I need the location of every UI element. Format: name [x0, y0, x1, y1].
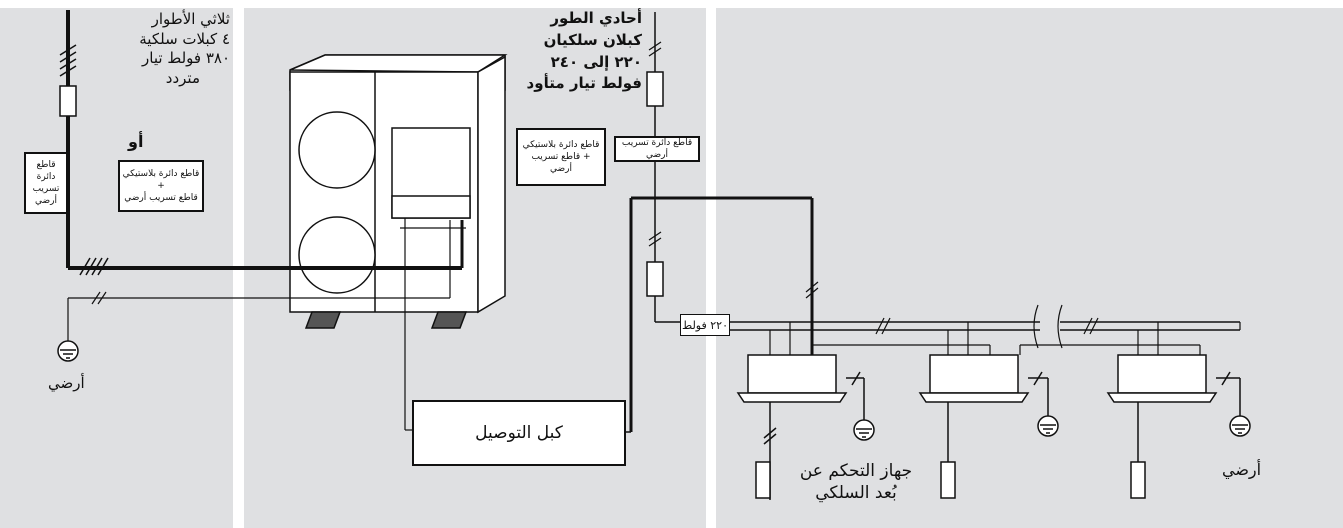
- mcb-elb-right: قاطع دائرة بلاستيكي + قاطع تسريب أرضي: [516, 128, 606, 186]
- earth-leakage-breaker-left: قاطع دائرة تسريب أرضي: [24, 152, 68, 214]
- earth-symbol-unit-1: [853, 419, 875, 441]
- remote-control-line-2: بُعد السلكي: [815, 483, 897, 504]
- three-phase-label: ثلاثي الأطوار ٤ كبلات سلكية ٣٨٠ فولط تيا…: [118, 10, 230, 88]
- three-phase-wiring: [59, 10, 464, 342]
- earth-leakage-breaker-right: قاطع دائرة تسريب أرضي: [614, 136, 700, 162]
- three-phase-line-3: ٣٨٠ فولط تيار: [142, 49, 230, 67]
- single-phase-line-4: فولط تيار متأود: [526, 74, 642, 93]
- remote-controller-3: [1130, 461, 1146, 499]
- remote-controller-1: [755, 461, 771, 499]
- mcb-elb-right-line-2: + قاطع تسريب أرضي: [531, 151, 591, 175]
- mcb-elb-left-line-1: قاطع دائرة بلاستيكي +: [122, 168, 200, 191]
- earth-label-right: أرضي: [1222, 460, 1262, 479]
- remote-control-label: جهاز التحكم عن بُعد السلكي: [776, 460, 936, 504]
- earth-symbol-left: [57, 340, 79, 362]
- fuse-right-bottom: [646, 261, 664, 297]
- right-panel: [716, 8, 1343, 528]
- connection-cable-wiring: [625, 196, 819, 433]
- connection-cable-box: كبل التوصيل: [412, 400, 626, 466]
- three-phase-line-2: ٤ كبلات سلكية: [139, 29, 230, 48]
- remote-control-line-1: جهاز التحكم عن: [799, 461, 913, 481]
- fan-bottom: [298, 216, 376, 294]
- single-phase-line-3: ٢٢٠ إلى ٢٤٠: [550, 52, 642, 71]
- outdoor-internal-wiring: [400, 218, 466, 431]
- single-phase-line-2: كبلان سلكيان: [543, 30, 642, 49]
- three-phase-line-4: متردد: [165, 68, 200, 87]
- or-label: أو: [128, 132, 144, 151]
- mcb-elb-right-line-1: قاطع دائرة بلاستيكي: [522, 139, 600, 150]
- remote-controller-2: [940, 461, 956, 499]
- single-phase-line-1: أحادي الطور: [550, 9, 642, 27]
- single-phase-wiring: [648, 12, 1241, 355]
- earth-symbol-unit-2: [1037, 415, 1059, 437]
- indoor-unit-2: [918, 354, 1049, 462]
- indoor-unit-3: [1106, 354, 1241, 462]
- mcb-elb-left: قاطع دائرة بلاستيكي + قاطع تسريب أرضي: [118, 160, 204, 212]
- earth-label-left: أرضي: [48, 374, 85, 392]
- outdoor-unit: [289, 54, 508, 329]
- three-phase-line-1: ثلاثي الأطوار: [151, 10, 230, 28]
- fan-top: [298, 111, 376, 189]
- mcb-elb-left-line-2: قاطع تسريب أرضي: [124, 193, 198, 204]
- indoor-unit-1: [736, 354, 865, 500]
- fuse-right-top: [646, 71, 664, 107]
- single-phase-label: أحادي الطور كبلان سلكيان ٢٢٠ إلى ٢٤٠ فول…: [506, 8, 642, 95]
- earth-symbol-unit-3: [1229, 415, 1251, 437]
- fuse-left: [59, 85, 77, 117]
- voltage-220-box: ٢٢٠ فولط: [680, 314, 730, 336]
